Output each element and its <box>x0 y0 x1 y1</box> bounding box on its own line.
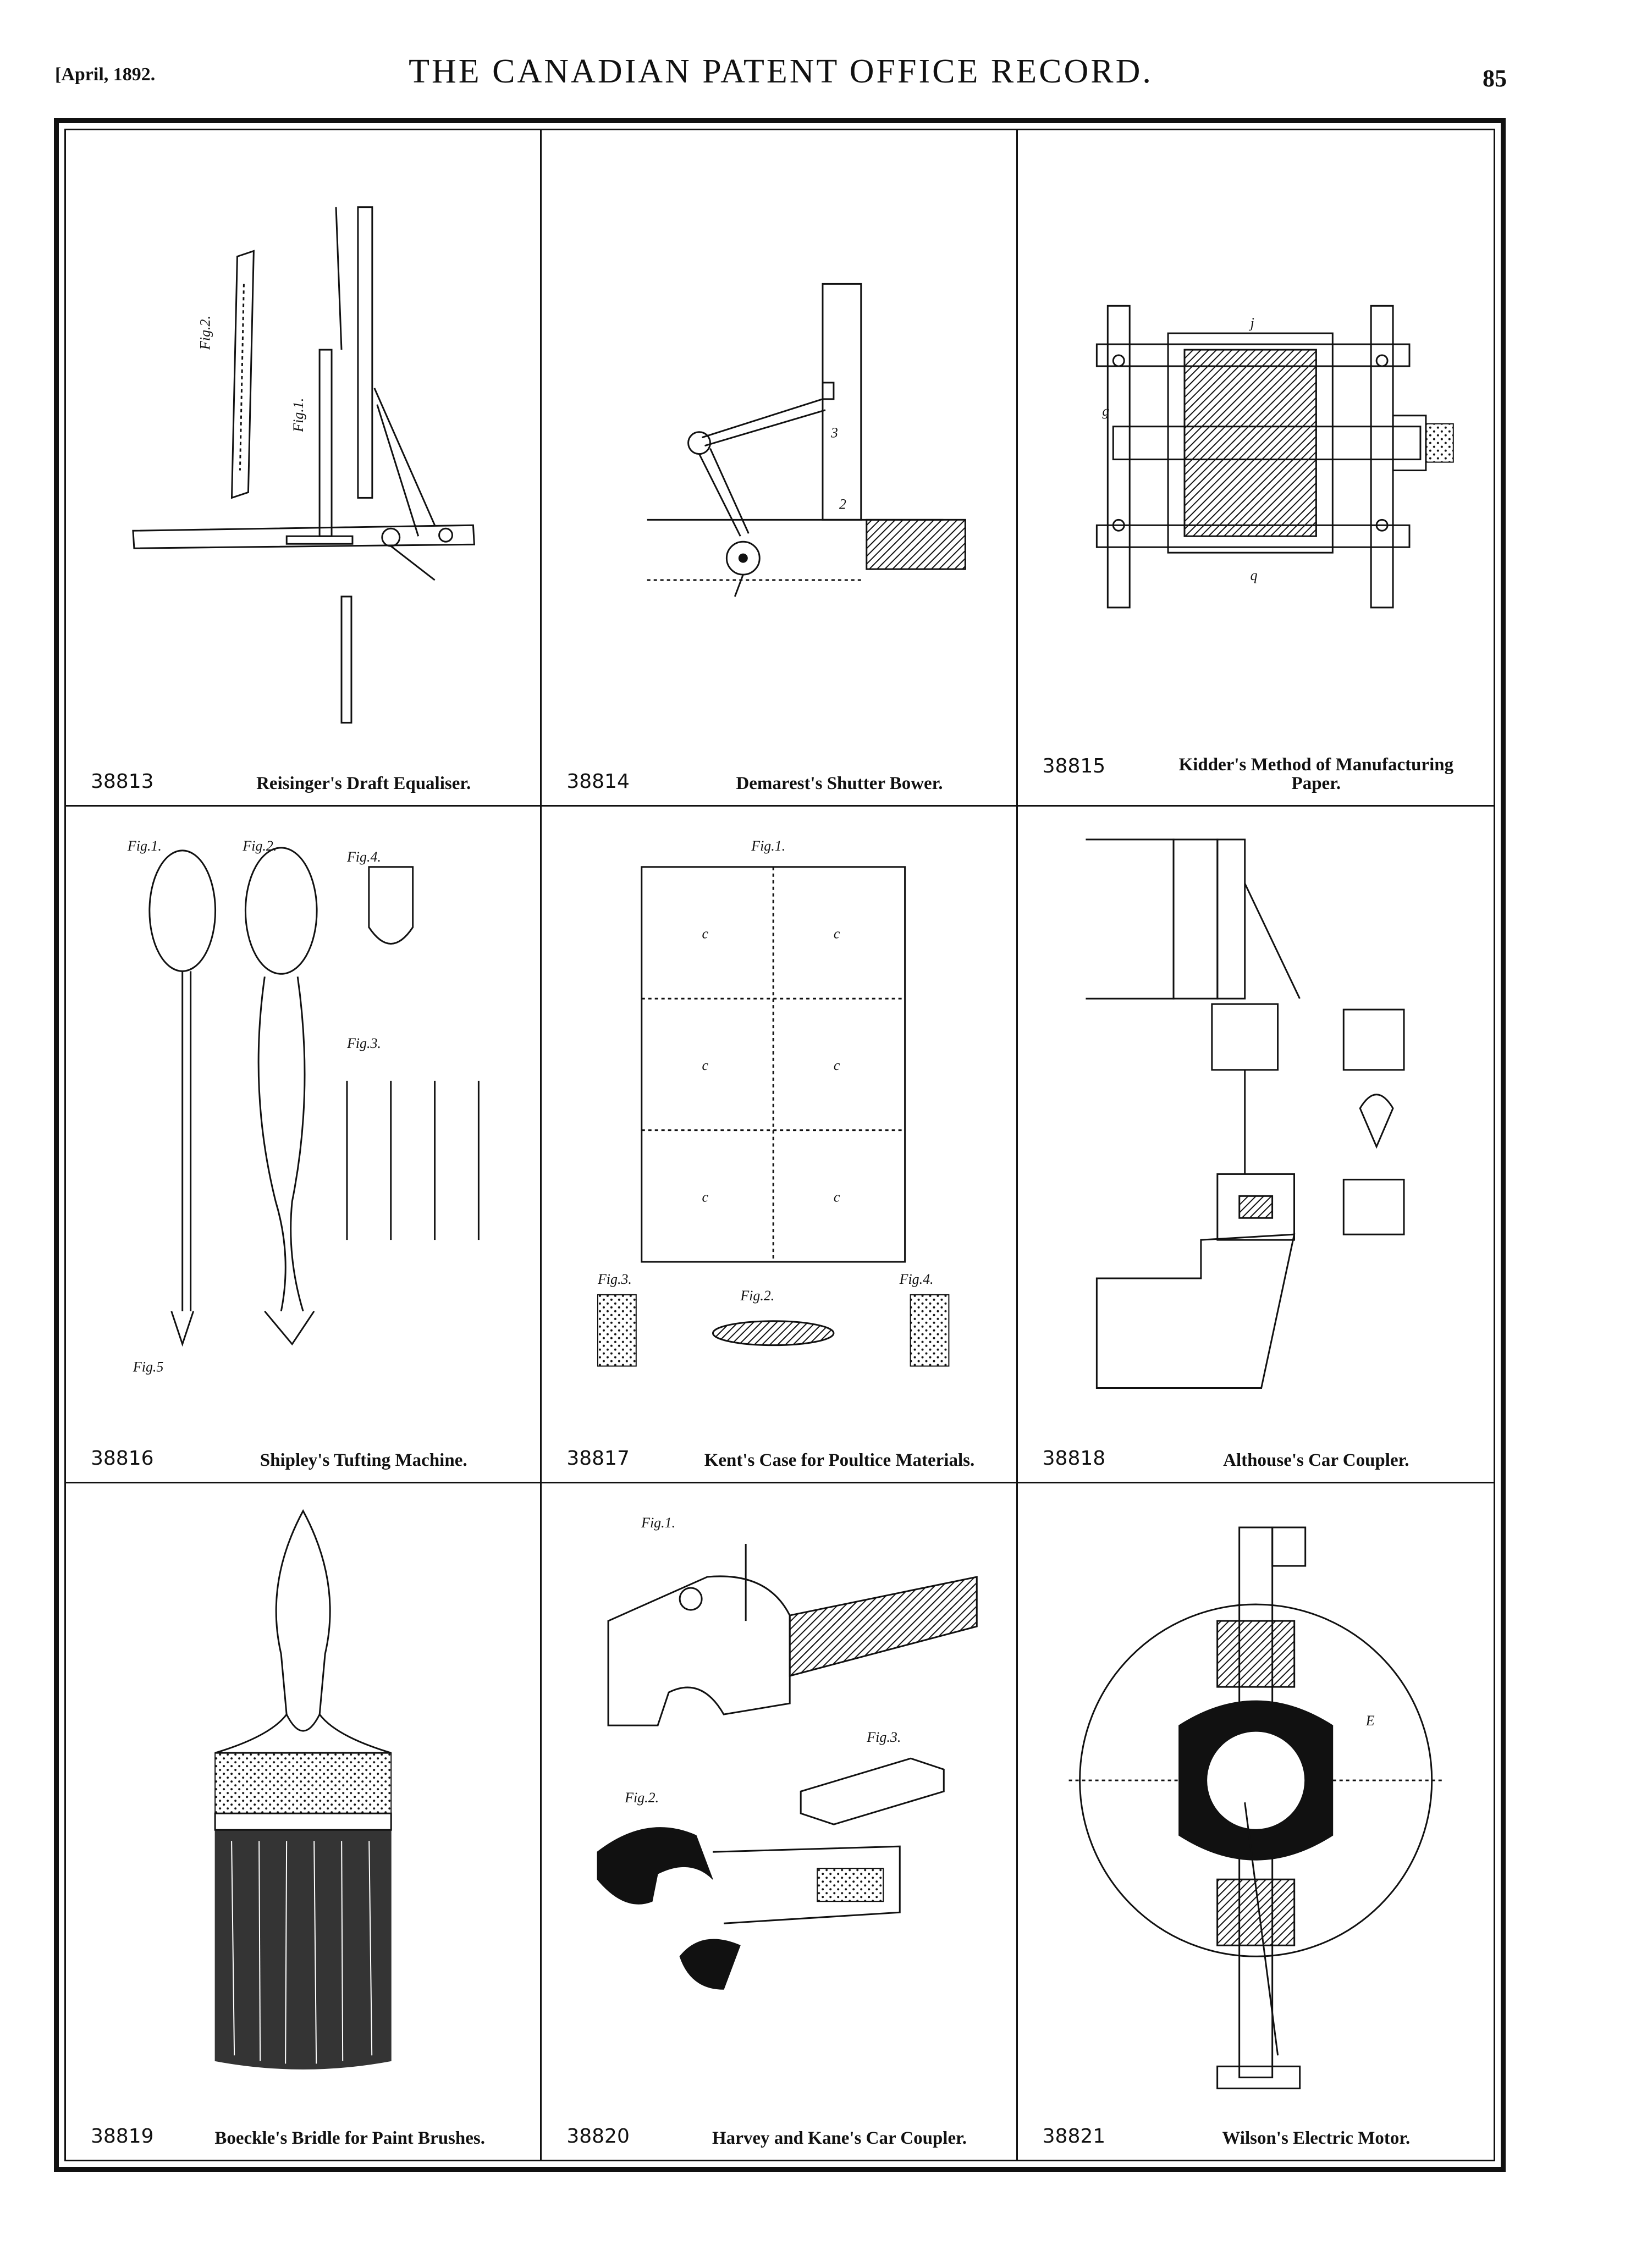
patent-number: 38820 <box>566 2125 630 2148</box>
svg-text:E: E <box>1365 1713 1374 1729</box>
patent-number: 38817 <box>566 1447 630 1470</box>
tufting-machine-drawing: Fig.1. Fig.2. Fig.4. Fig.3. <box>77 818 529 1421</box>
svg-text:Fig.3.: Fig.3. <box>597 1271 632 1287</box>
svg-text:3: 3 <box>830 425 838 441</box>
svg-text:Fig.3.: Fig.3. <box>867 1729 901 1745</box>
patent-caption: 38818 Althouse's Car Coupler. <box>1043 1431 1480 1470</box>
electric-motor-drawing: E <box>1029 1494 1483 2099</box>
svg-text:Fig.2.: Fig.2. <box>197 316 213 350</box>
patent-caption: 38814 Demarest's Shutter Bower. <box>566 754 1002 793</box>
patent-cell-38813: Fig.2. Fig.1. 38813 Reisinger's Draft Eq… <box>66 130 542 807</box>
svg-text:j: j <box>1248 315 1254 331</box>
draft-equaliser-drawing: Fig.2. Fig.1. <box>77 141 529 744</box>
patent-number: 38813 <box>91 770 154 793</box>
patent-number: 38814 <box>566 770 630 793</box>
svg-text:Fig.2.: Fig.2. <box>624 1790 659 1806</box>
svg-text:Fig.4.: Fig.4. <box>899 1271 934 1287</box>
svg-text:Fig.5: Fig.5 <box>133 1359 163 1375</box>
svg-text:g: g <box>1102 403 1109 419</box>
harvey-kane-coupler-drawing: Fig.1. Fig.3. Fig.2. <box>553 1494 1005 2099</box>
patent-number: 38819 <box>91 2125 154 2148</box>
svg-text:q: q <box>1250 567 1257 583</box>
svg-text:Fig.2.: Fig.2. <box>242 838 277 854</box>
publication-title: THE CANADIAN PATENT OFFICE RECORD. <box>409 53 1153 90</box>
svg-text:c: c <box>834 1189 840 1205</box>
patent-title: Reisinger's Draft Equaliser. <box>256 774 471 794</box>
svg-text:c: c <box>834 926 840 942</box>
patent-cell-38817: Fig.1. c c c c c c Fig.3. Fig.2. <box>542 807 1018 1483</box>
patent-caption: 38816 Shipley's Tufting Machine. <box>91 1431 526 1470</box>
patent-title: Kidder's Method of Manufacturing Paper. <box>1178 755 1454 794</box>
svg-text:c: c <box>702 1057 709 1073</box>
patent-caption: 38820 Harvey and Kane's Car Coupler. <box>566 2109 1002 2148</box>
poultice-case-drawing: Fig.1. c c c c c c Fig.3. Fig.2. <box>553 818 1005 1421</box>
patent-cell-38815: j g q 38815 Kidder's Method of Manufactu… <box>1017 130 1494 807</box>
patent-caption: 38819 Boeckle's Bridle for Paint Brushes… <box>91 2109 526 2148</box>
patent-title: Shipley's Tufting Machine. <box>260 1450 467 1470</box>
patent-caption: 38817 Kent's Case for Poultice Materials… <box>566 1431 1002 1470</box>
patent-cell-38818: 38818 Althouse's Car Coupler. <box>1017 807 1494 1483</box>
paper-manufacturing-drawing: j g q <box>1029 141 1483 744</box>
patent-number: 38815 <box>1042 755 1106 778</box>
svg-text:Fig.3.: Fig.3. <box>346 1035 381 1051</box>
patent-number: 38821 <box>1042 2125 1106 2148</box>
patent-cell-38816: Fig.1. Fig.2. Fig.4. Fig.3. <box>66 807 542 1483</box>
patent-cell-38814: 3 2 38814 Demarest's Shutter Bower. <box>542 130 1018 807</box>
patent-title: Wilson's Electric Motor. <box>1222 2128 1411 2148</box>
patent-cell-38820: Fig.1. Fig.3. Fig.2. <box>542 1483 1018 2160</box>
patent-caption: 38813 Reisinger's Draft Equaliser. <box>91 754 526 793</box>
svg-text:Fig.1.: Fig.1. <box>751 838 786 854</box>
patent-title: Harvey and Kane's Car Coupler. <box>712 2128 967 2148</box>
patent-number: 38818 <box>1042 1447 1106 1470</box>
svg-text:Fig.2.: Fig.2. <box>740 1288 775 1304</box>
svg-text:c: c <box>702 1189 709 1205</box>
page-header: [April, 1892. THE CANADIAN PATENT OFFICE… <box>55 52 1507 102</box>
patent-title: Demarest's Shutter Bower. <box>736 774 943 794</box>
svg-text:Fig.4.: Fig.4. <box>346 849 381 865</box>
svg-text:Fig.1.: Fig.1. <box>290 398 306 433</box>
patent-cell-38821: E 38821 Wilson's Electric Motor. <box>1018 1483 1494 2160</box>
svg-text:c: c <box>834 1057 840 1073</box>
patent-grid: Fig.2. Fig.1. 38813 Reisinger's Draft Eq… <box>66 130 1494 2160</box>
patent-cell-38819: 38819 Boeckle's Bridle for Paint Brushes… <box>66 1483 542 2160</box>
patent-title: Boeckle's Bridle for Paint Brushes. <box>214 2128 485 2148</box>
svg-text:Fig.1.: Fig.1. <box>641 1515 675 1531</box>
althouse-coupler-drawing <box>1029 818 1483 1421</box>
patent-caption: 38821 Wilson's Electric Motor. <box>1043 2109 1480 2148</box>
page-number: 85 <box>1483 65 1507 92</box>
issue-date: [April, 1892. <box>55 64 156 85</box>
patent-caption: 38815 Kidder's Method of Manufacturing P… <box>1043 754 1480 793</box>
patent-title: Althouse's Car Coupler. <box>1223 1450 1409 1470</box>
patent-plate-frame: Fig.2. Fig.1. 38813 Reisinger's Draft Eq… <box>54 118 1506 2172</box>
patent-title: Kent's Case for Poultice Materials. <box>704 1450 975 1470</box>
svg-text:c: c <box>702 926 709 942</box>
paint-brush-drawing <box>77 1494 529 2099</box>
svg-text:2: 2 <box>839 496 846 512</box>
patent-number: 38816 <box>91 1447 154 1470</box>
svg-text:Fig.1.: Fig.1. <box>127 838 162 854</box>
shutter-bower-drawing: 3 2 <box>553 141 1005 744</box>
